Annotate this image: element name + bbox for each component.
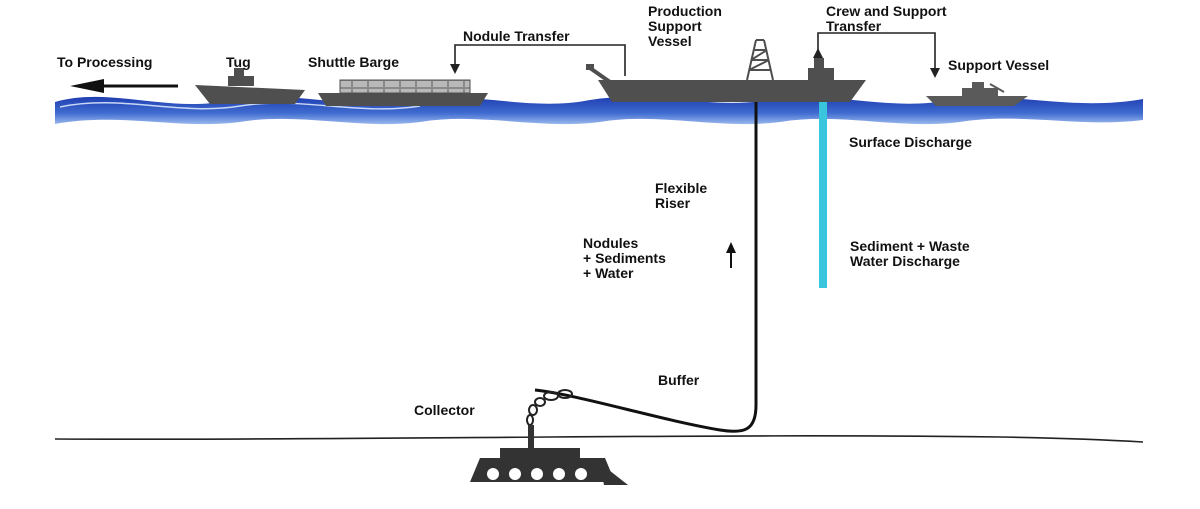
- label-nodules-sediments-water: Nodules + Sediments + Water: [583, 235, 666, 281]
- label-sediment-waste-discharge: Sediment + Waste Water Discharge: [850, 238, 970, 269]
- label-nodule-transfer: Nodule Transfer: [463, 28, 570, 44]
- derrick: [746, 39, 774, 81]
- label-crew-support-transfer: Crew and Support Transfer: [826, 3, 947, 34]
- label-shuttle-barge: Shuttle Barge: [308, 54, 400, 70]
- collector-hose: [526, 389, 573, 426]
- sea-highlight: [59, 102, 421, 110]
- label-flexible-riser: Flexible Riser: [655, 180, 708, 211]
- flexible-riser-pipe: [534, 102, 758, 433]
- label-to-processing: To Processing: [57, 54, 153, 70]
- tug-vessel: [195, 68, 305, 104]
- support-vessel: [926, 82, 1028, 106]
- label-production-support-vessel: Production Support Vessel: [648, 3, 722, 49]
- label-tug: Tug: [226, 54, 251, 70]
- arrow-up-icon: [726, 242, 736, 268]
- label-surface-discharge: Surface Discharge: [849, 134, 972, 150]
- shuttle-barge: [318, 79, 488, 106]
- crew-support-transfer-arrow: [813, 32, 940, 78]
- seabed-line: [54, 435, 1144, 443]
- label-collector: Collector: [414, 402, 475, 418]
- nodule-transfer-arrow: [450, 44, 626, 76]
- label-buffer: Buffer: [658, 372, 700, 388]
- label-support-vessel: Support Vessel: [948, 57, 1050, 73]
- arrow-left-icon: [70, 79, 178, 93]
- waste-discharge-plume: [819, 102, 827, 288]
- collector-vehicle: [470, 425, 628, 485]
- production-support-vessel: [586, 39, 866, 102]
